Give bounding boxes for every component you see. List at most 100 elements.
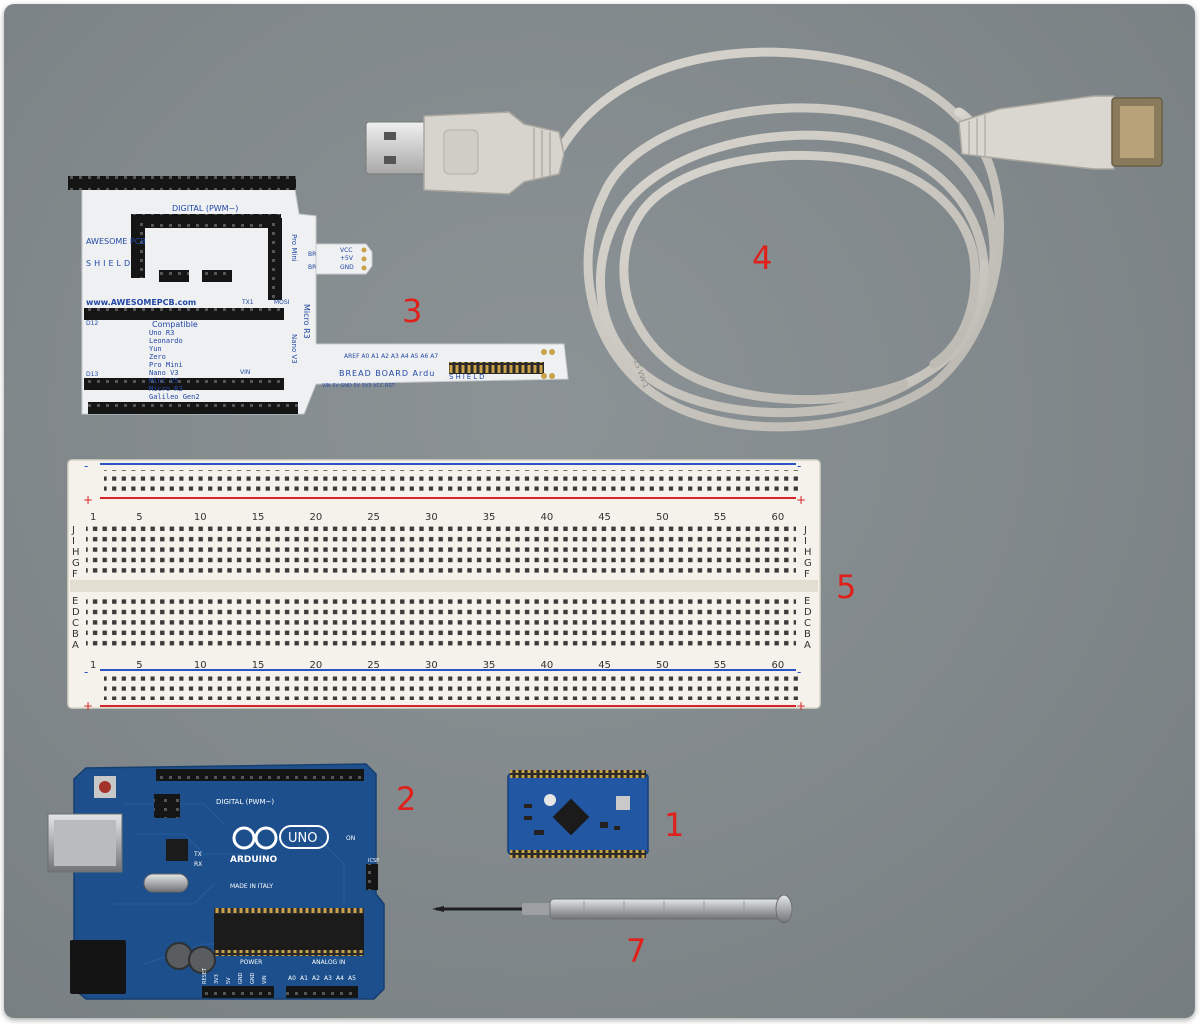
column-number: 50 [656, 512, 669, 523]
shield-nano-label: Nano V3 [290, 334, 298, 364]
shield-vin: VIN [240, 369, 250, 376]
compatible-item: Yun [149, 345, 162, 353]
column-numbers: 1155101015152020252530303535404045455050… [90, 512, 784, 671]
label-5: 5 [836, 568, 856, 606]
column-number: 45 [598, 660, 611, 671]
row-letter: F [804, 569, 810, 580]
label-4: 4 [752, 239, 772, 277]
breadboard: J I H G F E D C B A J I H G F E D C B A … [67, 459, 821, 713]
column-number: 30 [425, 512, 438, 523]
uno-power-pin: RESET [202, 967, 208, 984]
shield-tx1: TX1 [241, 299, 254, 306]
arduino-pro-mini [507, 770, 649, 858]
rail-minus: - [797, 665, 801, 679]
column-number: 35 [483, 660, 496, 671]
label-1: 1 [664, 806, 684, 844]
uno-model: UNO [288, 831, 317, 846]
shield-pin-row-bottom: VIN 5V GND 5V 3V3 VCC RST [322, 383, 396, 389]
row-letter: I [804, 536, 807, 547]
row-letter: B [72, 629, 79, 640]
row-letter: G [804, 558, 812, 569]
shield-pro-mini-label: Pro Mini [290, 234, 298, 262]
shield-d12: D12 [86, 320, 98, 327]
row-letter: J [803, 525, 807, 536]
compatible-item: Galileo Gen2 [149, 393, 200, 401]
rail-minus: - [84, 459, 88, 473]
compatible-item: Mini V5 [149, 377, 179, 385]
rail-minus: - [797, 459, 801, 473]
row-letter: B [804, 629, 811, 640]
compatible-item: Nano V3 [149, 369, 179, 377]
row-letter: A [804, 640, 811, 651]
label-7: 7 [626, 932, 646, 970]
row-letter: C [804, 618, 811, 629]
rail-plus: + [796, 699, 806, 713]
photo-frame: AWM 2725 AWM 2725 VW-1 DIGITAL (PWM~) AW… [4, 4, 1195, 1018]
column-number: 55 [714, 512, 727, 523]
shield-website: www.AWESOMEPCB.com [86, 298, 196, 307]
compatible-item: Leonardo [149, 337, 183, 345]
uno-power-pin: 3V3 [214, 974, 220, 984]
column-number: 40 [541, 660, 554, 671]
column-number: 60 [772, 660, 785, 671]
uno-analog-pin: A5 [348, 975, 356, 982]
column-number: 15 [252, 512, 265, 523]
column-number: 60 [772, 512, 785, 523]
uno-rx: RX [194, 861, 202, 868]
arduino-uno: UNO ARDUINO DIGITAL (PWM~) MADE IN ITALY… [47, 763, 385, 1000]
column-number: 5 [136, 660, 142, 671]
row-letter: E [72, 596, 78, 607]
column-number: 20 [310, 512, 323, 523]
column-number: 45 [598, 512, 611, 523]
uno-power-pin: GND [238, 972, 244, 984]
row-letter: E [804, 596, 810, 607]
column-number: 40 [541, 512, 554, 523]
uno-analog-pin: A2 [312, 975, 320, 982]
uno-brand: ARDUINO [230, 855, 278, 865]
row-letter: C [72, 618, 79, 629]
usb-b-plug [958, 95, 1163, 170]
photo-canvas: AWM 2725 AWM 2725 VW-1 DIGITAL (PWM~) AW… [47, 47, 1163, 1000]
row-letter: D [72, 607, 80, 618]
column-number: 50 [656, 660, 669, 671]
uno-tx: TX [193, 851, 202, 858]
rail-minus: - [84, 665, 88, 679]
column-number: 20 [310, 660, 323, 671]
rail-plus: + [796, 493, 806, 507]
column-number: 15 [252, 660, 265, 671]
shield-pin-row-top: AREF A0 A1 A2 A3 A4 A5 A6 A7 [344, 353, 438, 360]
uno-made-in: MADE IN ITALY [230, 883, 273, 890]
breadboard-shield: DIGITAL (PWM~) AWESOME PCB SHIELD www.AW… [68, 176, 569, 415]
shield-micro-label: Micro R3 [302, 304, 311, 339]
column-number: 10 [194, 660, 207, 671]
uno-icsp: ICSP [368, 858, 379, 864]
shield-bb-shield: SHIELD [449, 373, 486, 381]
uno-analog-pin: A4 [336, 975, 344, 982]
usb-cable: AWM 2725 AWM 2725 VW-1 [365, 47, 1163, 432]
column-number: 10 [194, 512, 207, 523]
compatible-item: Zero [149, 353, 166, 361]
column-number: 1 [90, 512, 96, 523]
shield-breadboard-label: BREAD BOARD Ardu [339, 369, 435, 378]
column-number: 30 [425, 660, 438, 671]
uno-analog-pin: A3 [324, 975, 332, 982]
shield-compatible-title: Compatible [152, 320, 198, 329]
screwdriver [432, 894, 793, 924]
arduino-logo [232, 825, 329, 850]
shield-d13: D13 [86, 371, 98, 378]
shield-br1: BR1 [308, 251, 320, 258]
svg-text:AWM 2725: AWM 2725 [844, 78, 882, 91]
uno-on: ON [346, 835, 355, 842]
uno-digital-label: DIGITAL (PWM~) [216, 798, 274, 806]
uno-analog: ANALOG IN [312, 959, 345, 966]
row-letter: A [72, 640, 79, 651]
column-number: 35 [483, 512, 496, 523]
rail-plus: + [83, 493, 93, 507]
shield-brand: AWESOME PCB [86, 237, 146, 246]
uno-analog-pin: A0 [288, 975, 296, 982]
column-number: 1 [90, 660, 96, 671]
shield-5v: +5V [340, 255, 354, 262]
shield-word: SHIELD [86, 259, 133, 268]
compatible-item: Pro Mini [149, 361, 183, 369]
uno-power-pin: VIN [262, 975, 268, 984]
